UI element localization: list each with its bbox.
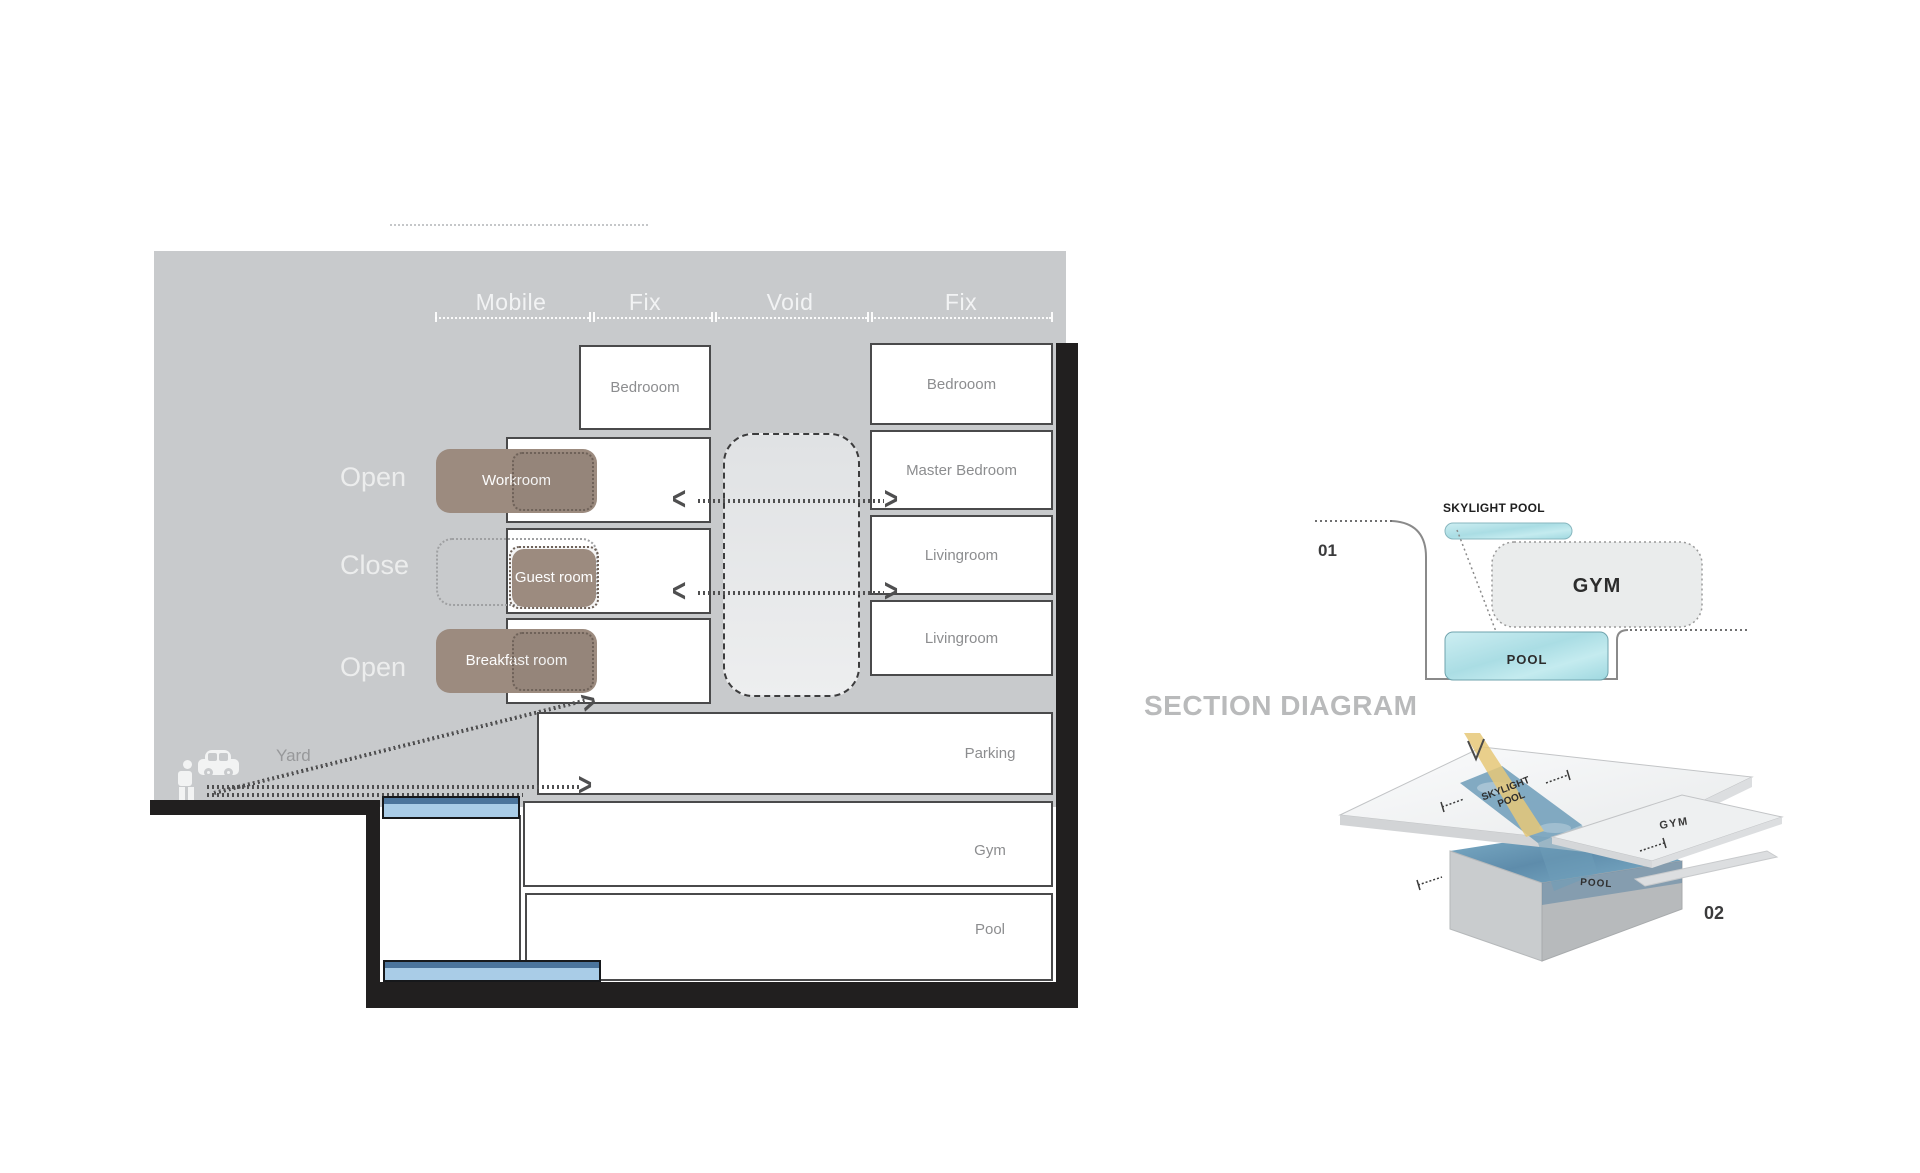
page-title: SECTION DIAGRAM [1144,690,1418,721]
yard-label: Yard [276,746,311,765]
column-header-fix-left: Fix [628,289,662,315]
state-label-close: Close [340,550,410,580]
arrow-right-icon: > [578,767,593,804]
mobile-room-label: Breakfast room [465,651,568,669]
axon-pool-label: POOL [1580,877,1613,890]
column-header-void: Void [766,289,814,315]
room-label: Bedrooom [610,379,680,396]
car-icon [198,748,239,779]
water-highlight [1539,823,1571,833]
right-wall [1056,343,1078,1008]
mobile-room-label: Guest room [514,568,594,586]
detail-number-01: 01 [1318,541,1337,560]
dimension-line-segment [435,317,589,319]
axon-gym-label: GYM [1659,815,1690,831]
room-box-bedroom-left: Bedrooom [579,345,711,430]
column-header-mobile: Mobile [475,289,547,315]
arrow-left-icon: < [672,573,687,610]
column-header-fix-right: Fix [944,289,978,315]
mobile-room-label: Workroom [482,471,551,489]
room-box-pool [525,893,1053,981]
room-box-livingroom-2: Livingroom [870,600,1053,676]
dimension-tick [711,312,713,322]
dock-outline-row4 [512,632,594,691]
room-box-parking [537,712,1053,795]
gym-label: GYM [1573,575,1622,597]
skylight-pool-shape [1444,522,1573,540]
dimension-tick [589,312,591,322]
dimension-marks [1416,769,1667,891]
skylight-pool-label: SKYLIGHT POOL [1443,501,1545,515]
dimension-tick [867,312,869,322]
room-box-bedroom-right: Bedrooom [870,343,1053,425]
dimension-tick [435,312,437,322]
arrow-right-icon: > [884,481,899,518]
axon-diagram-02: SKYLIGHT POOL GYM POOL 02 [1338,733,1784,962]
dimension-tick [871,312,873,322]
ground-slab [150,800,380,815]
room-label: Bedrooom [926,375,997,393]
arrow-right-icon: > [884,573,899,610]
slide-arrow-line-row2 [698,499,884,503]
room-label: Livingroom [924,546,999,564]
dock-outline-row2 [512,452,594,511]
left-wall [366,800,380,1008]
room-label: Livingroom [924,629,999,647]
axon-gym-edge-right [1652,817,1782,868]
room-label: Master Bedroom [906,461,1017,479]
gym-zone [1491,541,1703,628]
room-box-master-bedroom: Master Bedroom [870,430,1053,510]
dimension-line-segment [715,317,867,319]
bottom-slab [366,982,1078,1008]
axon-gym-edge [1552,837,1652,868]
skylight-shaft [380,815,521,982]
room-label-parking: Parking [964,745,1016,762]
yard-line-secondary [207,793,523,797]
arrow-left-icon: < [672,481,687,518]
section-detail-01: SKYLIGHT POOL GYM POOL 01 [1315,501,1747,681]
mobile-room-guest: Guest room [512,549,596,607]
state-label-open-2: Open [340,652,407,682]
pool-water-bar [383,960,601,982]
state-label-open-1: Open [340,462,407,492]
room-label-gym: Gym [974,842,1006,859]
dimension-line-segment [593,317,711,319]
axon-lower-slab [1633,850,1779,887]
room-label-pool: Pool [974,921,1006,938]
pool-label: POOL [1507,652,1548,667]
pool-shape [1444,631,1609,681]
light-beam-arrow [1467,738,1485,762]
room-box-gym [523,801,1053,887]
dimension-tick [715,312,717,322]
void-zone [723,433,860,697]
dimension-line-segment [871,317,1051,319]
slide-arrow-line-row3 [698,591,884,595]
skylight-pool-bar [382,796,520,819]
yard-arrow-horizontal [207,785,579,789]
detail-number-02: 02 [1704,903,1724,923]
person-icon [176,760,198,802]
dimension-tick [593,312,595,322]
dimension-tick [1051,312,1053,322]
axon-pool-inner-shadow [1542,861,1682,905]
room-box-livingroom-1: Livingroom [870,515,1053,595]
light-beam [1464,733,1544,837]
top-dotted-line [390,224,648,226]
